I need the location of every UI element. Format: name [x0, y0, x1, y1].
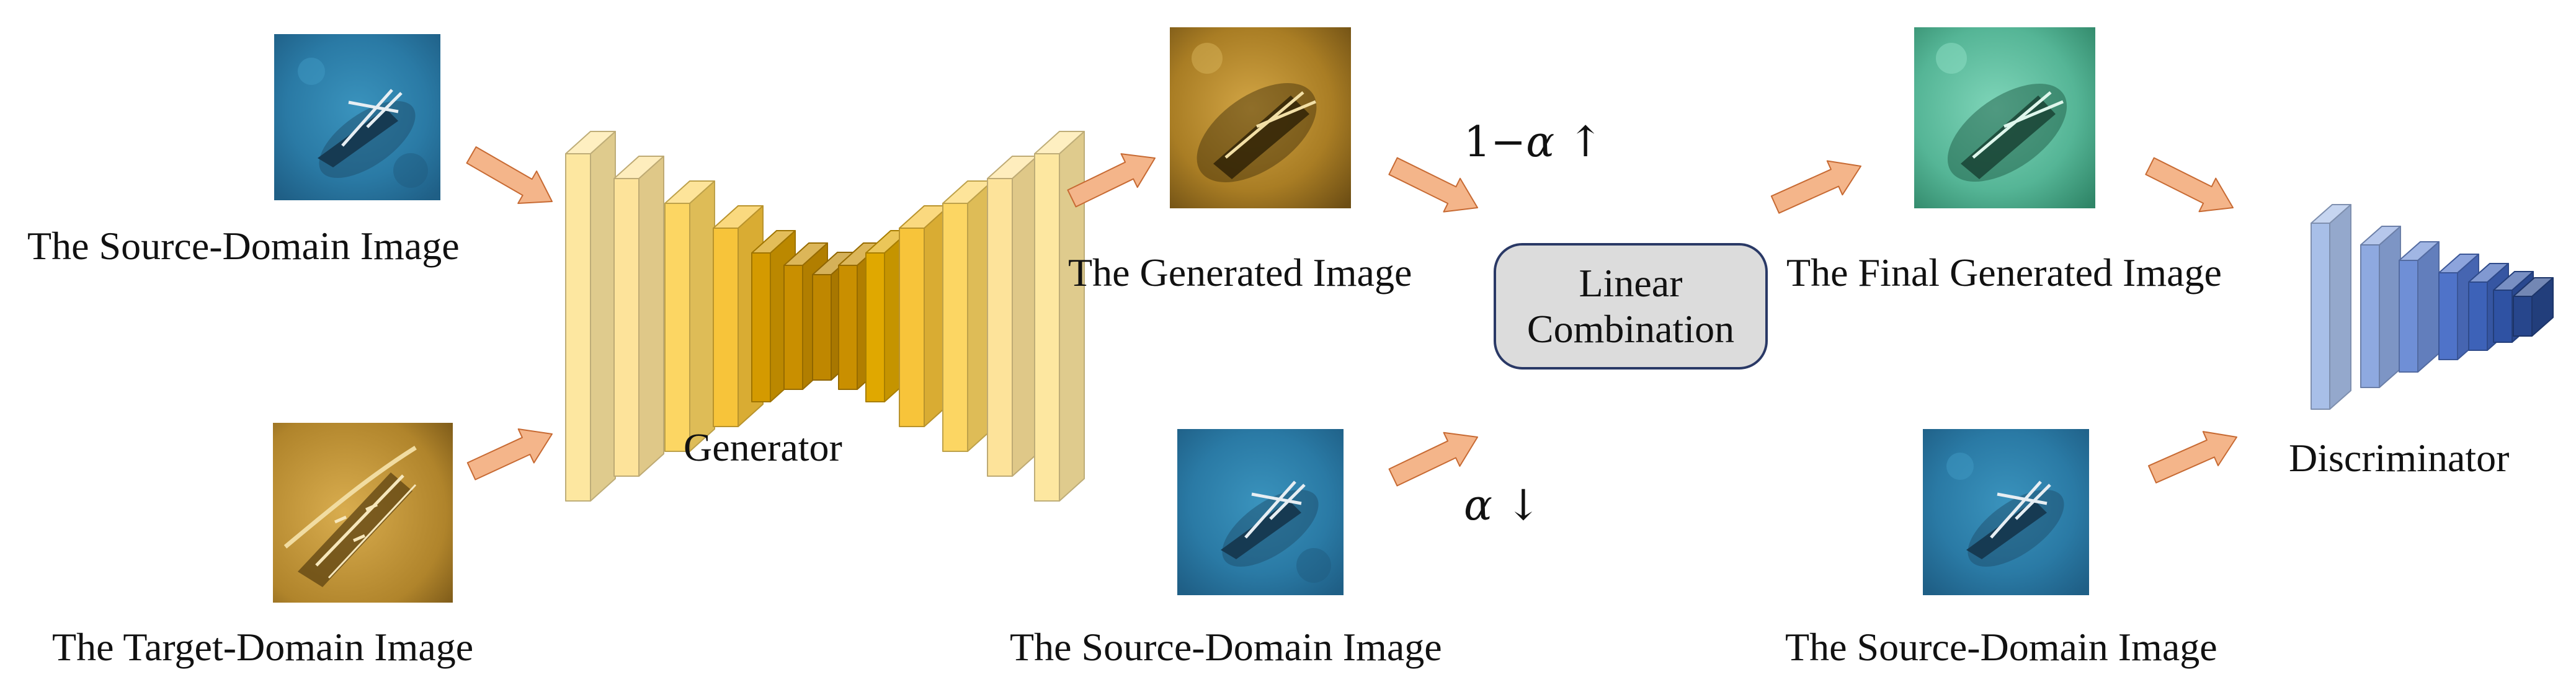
linear-combination-box: Linear Combination — [1494, 243, 1768, 370]
caption-final-generated: The Final Generated Image — [1786, 250, 2222, 294]
generator-layer-1 — [565, 131, 616, 502]
generator-layer-3 — [664, 180, 715, 452]
source-image-bottom-right — [1923, 429, 2089, 595]
arrow-combination-to-final — [1770, 160, 1861, 214]
final-generated-image — [1914, 27, 2095, 208]
linear-combination-line2: Combination — [1526, 307, 1735, 351]
caption-generated: The Generated Image — [1068, 250, 1412, 294]
target-image-bottom-left — [273, 423, 453, 603]
arrow-source-to-discriminator — [2147, 431, 2237, 484]
discriminator-network — [2311, 204, 2554, 410]
flow-arrows — [466, 146, 2237, 487]
arrow-target-to-generator — [466, 428, 553, 480]
generated-image — [1170, 27, 1351, 208]
discriminator-layer-7 — [2513, 277, 2554, 337]
generator-layer-10 — [899, 205, 950, 427]
generator-layer-11 — [942, 180, 993, 452]
linear-combination-line1: Linear — [1579, 261, 1683, 306]
alpha-symbol: α — [1526, 118, 1555, 167]
arrow-generated-to-combination — [1388, 157, 1478, 213]
caption-generator: Generator — [684, 425, 842, 469]
generator-layer-13 — [1034, 131, 1085, 502]
generator-network — [565, 131, 1085, 502]
discriminator-layer-1 — [2311, 204, 2351, 410]
caption-source-bottom-right: The Source-Domain Image — [1785, 625, 2217, 669]
caption-discriminator: Discriminator — [2289, 436, 2510, 480]
weight-alpha: α ↓ — [1464, 485, 1541, 527]
arrow-generator-to-generated — [1067, 153, 1156, 208]
generator-layer-2 — [613, 156, 664, 477]
up-arrow-icon: ↑ — [1567, 118, 1603, 167]
discriminator-layer-2 — [2360, 226, 2401, 388]
arrow-final-to-discriminator — [2145, 157, 2234, 213]
alpha-symbol-lower: α — [1464, 481, 1492, 530]
arrow-source-to-combination — [1388, 432, 1478, 487]
caption-target-bottom-left: The Target-Domain Image — [52, 625, 474, 669]
source-image-top-left — [274, 34, 440, 200]
discriminator-layer-3 — [2399, 241, 2440, 373]
weight-one-minus-alpha: 1−α ↑ — [1464, 122, 1603, 164]
generator-layer-12 — [987, 156, 1038, 477]
source-image-bottom-middle — [1177, 429, 1344, 595]
down-arrow-icon: ↓ — [1505, 481, 1541, 530]
caption-source-bottom-middle: The Source-Domain Image — [1010, 625, 1442, 669]
arrow-source-to-generator — [466, 146, 553, 204]
one-minus-symbol: 1− — [1464, 118, 1526, 167]
caption-source-top-left: The Source-Domain Image — [27, 224, 460, 268]
